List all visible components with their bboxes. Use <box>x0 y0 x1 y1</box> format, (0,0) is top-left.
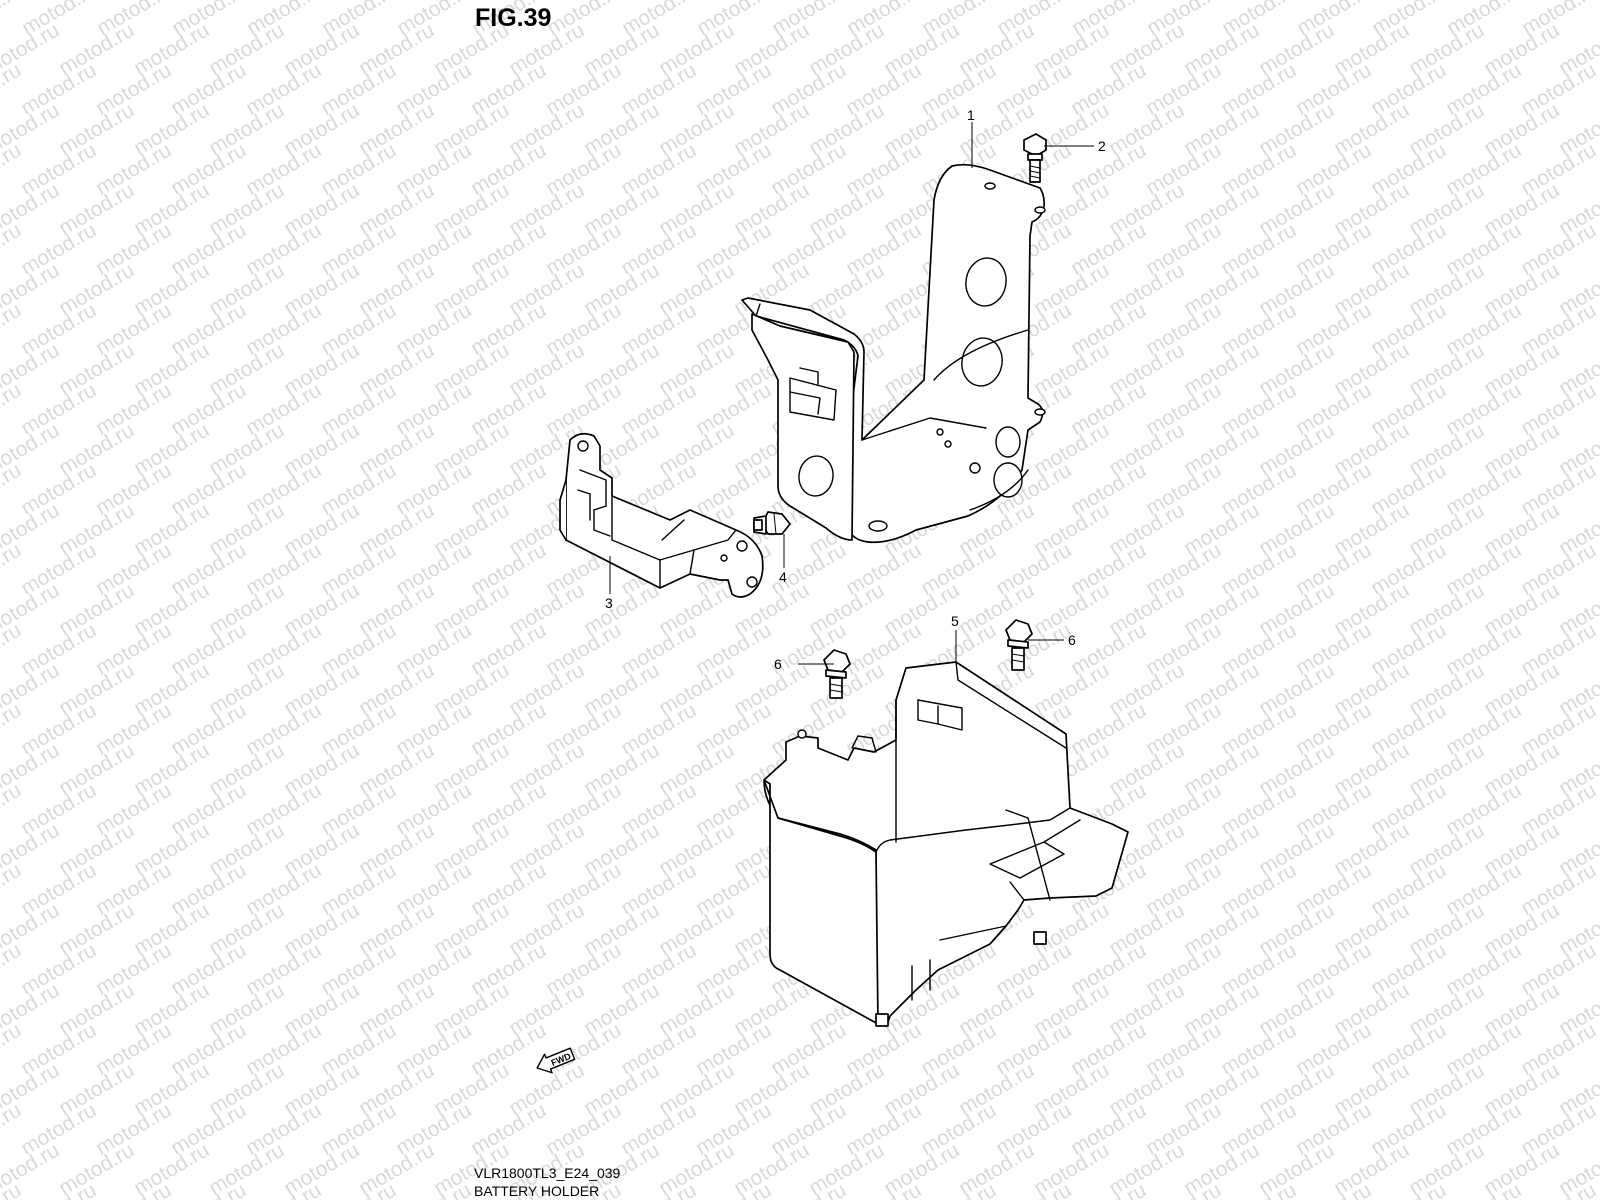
callout-1: 1 <box>967 107 975 123</box>
figure-title: FIG.39 <box>475 4 552 32</box>
bolt <box>823 649 851 699</box>
forward-arrow-icon: FWD <box>536 1047 576 1074</box>
callout-2: 2 <box>1098 138 1106 154</box>
bolt <box>753 511 791 535</box>
figure-code: VLR1800TL3_E24_039 <box>474 1165 621 1181</box>
battery-holder-bracket <box>741 163 1046 544</box>
bolt <box>1023 133 1047 183</box>
side-bracket <box>559 432 764 598</box>
callout-6-left: 6 <box>774 656 782 672</box>
battery-case <box>763 661 1129 1027</box>
bolt <box>1005 619 1033 671</box>
callout-3: 3 <box>605 595 613 611</box>
figure-name: BATTERY HOLDER <box>474 1183 600 1199</box>
callout-4: 4 <box>779 569 787 585</box>
callout-6-right: 6 <box>1068 632 1076 648</box>
leader-lines <box>609 122 1094 665</box>
callout-5: 5 <box>951 613 959 629</box>
